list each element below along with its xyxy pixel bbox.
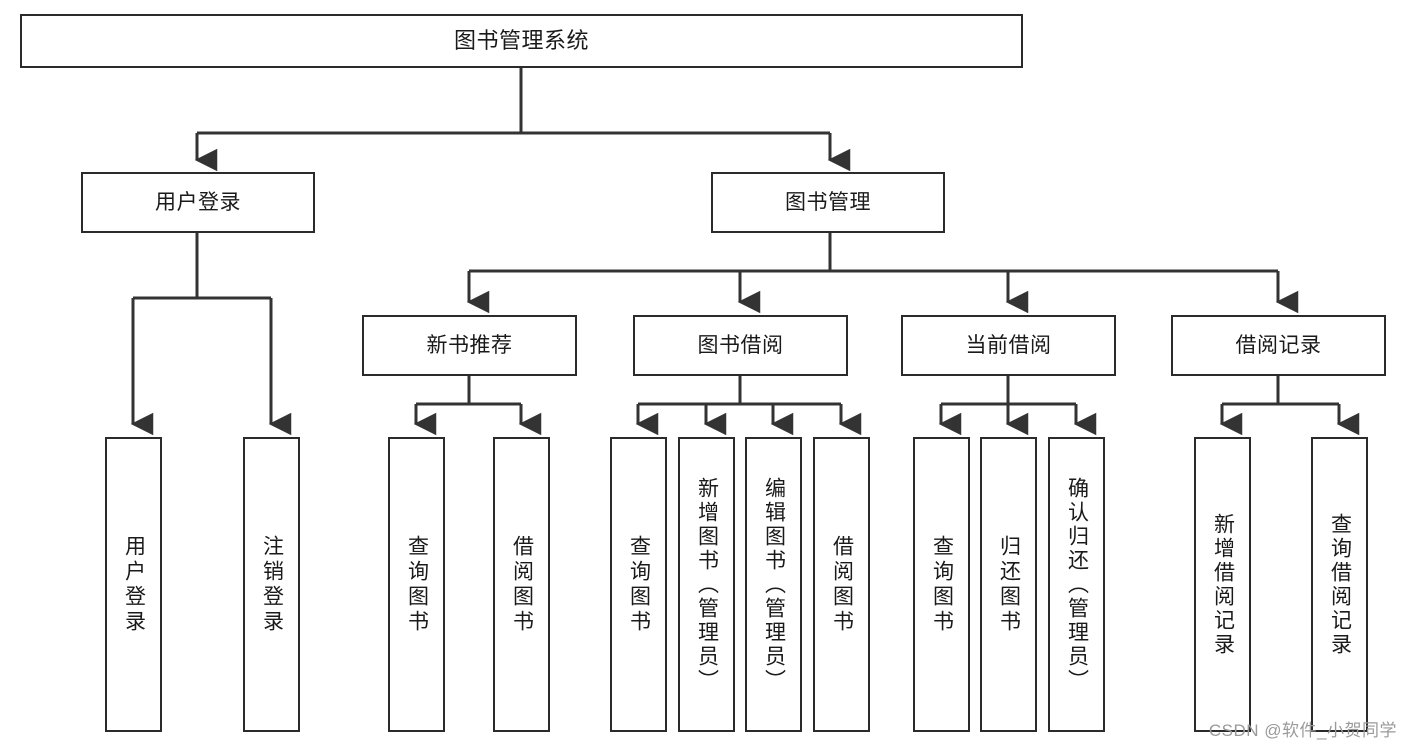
node-leaf-user-login-label: 用户登录 — [122, 534, 146, 635]
node-leaf-current-query[interactable]: 查询图书 — [913, 437, 970, 732]
node-root-label: 图书管理系统 — [453, 27, 589, 53]
node-leaf-record-add[interactable]: 新增借阅记录 — [1194, 437, 1251, 732]
node-book-borrow-label: 图书借阅 — [697, 333, 784, 357]
node-leaf-current-query-label: 查询图书 — [930, 534, 954, 635]
node-leaf-borrow-query-label: 查询图书 — [627, 534, 651, 635]
node-leaf-user-logout-label: 注销登录 — [260, 534, 284, 635]
node-new-book-rec[interactable]: 新书推荐 — [362, 315, 577, 376]
node-leaf-borrow-edit-label: 编辑图书（管理员） — [762, 476, 786, 693]
node-root[interactable]: 图书管理系统 — [20, 14, 1023, 68]
node-leaf-rec-query-label: 查询图书 — [405, 534, 429, 635]
node-user-login[interactable]: 用户登录 — [81, 172, 315, 233]
node-leaf-current-confirm[interactable]: 确认归还（管理员） — [1048, 437, 1105, 732]
node-current-borrow-label: 当前借阅 — [965, 333, 1052, 357]
node-book-borrow[interactable]: 图书借阅 — [633, 315, 848, 376]
node-borrow-record[interactable]: 借阅记录 — [1171, 315, 1386, 376]
node-user-login-label: 用户登录 — [155, 190, 241, 214]
node-leaf-borrow-query[interactable]: 查询图书 — [610, 437, 667, 732]
node-leaf-rec-borrow[interactable]: 借阅图书 — [493, 437, 550, 732]
node-leaf-current-return[interactable]: 归还图书 — [980, 437, 1037, 732]
node-leaf-borrow-add[interactable]: 新增图书（管理员） — [678, 437, 735, 732]
node-book-admin-label: 图书管理 — [785, 190, 871, 214]
node-borrow-record-label: 借阅记录 — [1235, 333, 1322, 357]
node-leaf-current-confirm-label: 确认归还（管理员） — [1065, 476, 1089, 693]
node-leaf-borrow-add-label: 新增图书（管理员） — [695, 476, 719, 693]
node-current-borrow[interactable]: 当前借阅 — [901, 315, 1116, 376]
node-leaf-rec-borrow-label: 借阅图书 — [510, 534, 534, 635]
node-leaf-borrow-do[interactable]: 借阅图书 — [813, 437, 870, 732]
watermark: CSDN @软件_小贺同学 — [1208, 721, 1397, 740]
node-leaf-record-query-label: 查询借阅记录 — [1328, 512, 1352, 657]
node-leaf-current-return-label: 归还图书 — [997, 534, 1021, 635]
node-leaf-rec-query[interactable]: 查询图书 — [388, 437, 445, 732]
node-leaf-user-logout[interactable]: 注销登录 — [243, 437, 300, 732]
node-leaf-record-query[interactable]: 查询借阅记录 — [1311, 437, 1368, 732]
node-new-book-rec-label: 新书推荐 — [426, 333, 513, 357]
node-leaf-borrow-edit[interactable]: 编辑图书（管理员） — [745, 437, 802, 732]
node-leaf-user-login[interactable]: 用户登录 — [105, 437, 162, 732]
node-leaf-record-add-label: 新增借阅记录 — [1211, 512, 1235, 657]
node-leaf-borrow-do-label: 借阅图书 — [830, 534, 854, 635]
node-book-admin[interactable]: 图书管理 — [711, 172, 945, 233]
